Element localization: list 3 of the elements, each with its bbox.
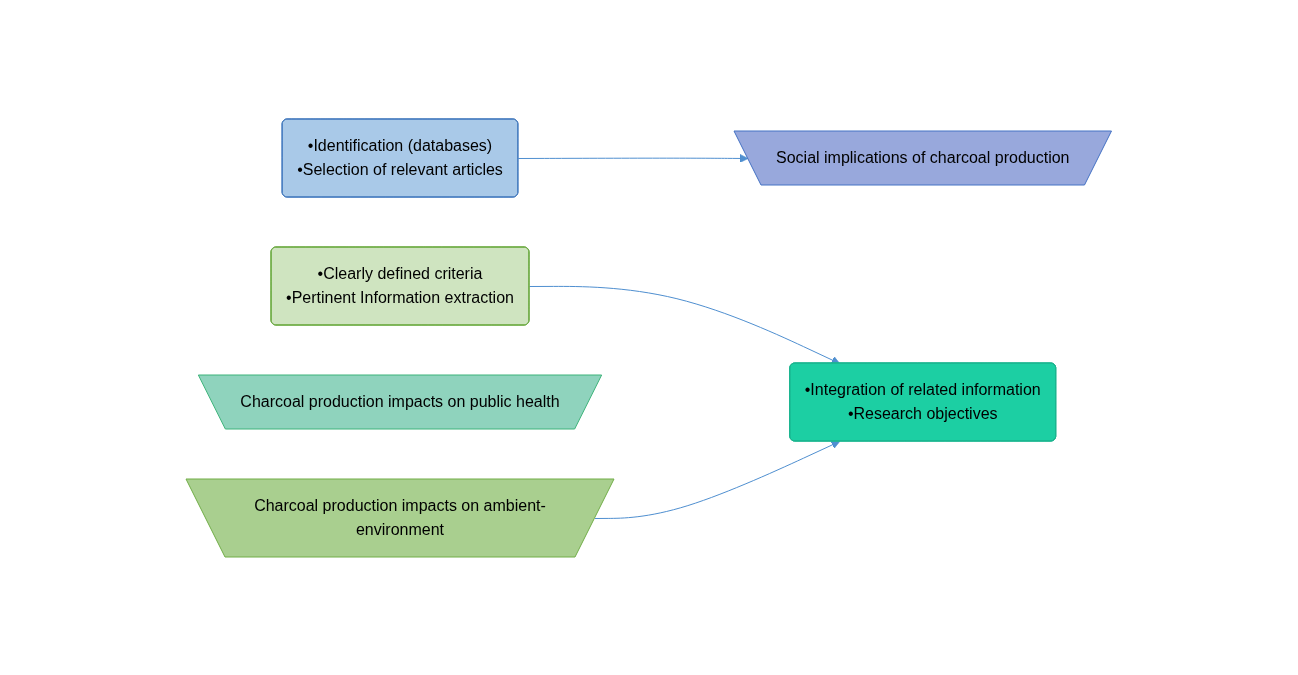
arrow — [529, 285, 841, 364]
arrow — [518, 153, 749, 163]
arrow — [594, 440, 841, 519]
